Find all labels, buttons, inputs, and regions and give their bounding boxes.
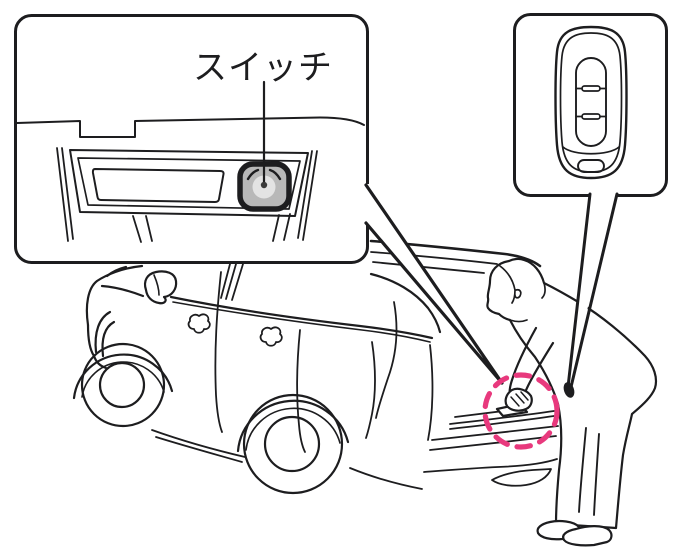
shoes bbox=[536, 519, 613, 547]
vehicle-illustration bbox=[72, 239, 559, 495]
fob-outer-outline bbox=[554, 25, 628, 180]
fob-keyring-slot bbox=[577, 159, 605, 173]
keyfob-inset-box bbox=[513, 13, 668, 197]
fob-cap-line bbox=[562, 146, 620, 155]
switch-label-leader-dot bbox=[260, 181, 268, 189]
fob-buttons bbox=[575, 85, 607, 120]
hand-on-handle bbox=[495, 387, 533, 418]
switch-callout bbox=[14, 14, 504, 385]
garnish-legs bbox=[132, 213, 291, 243]
license-plate-window bbox=[91, 168, 225, 203]
front-door-seam bbox=[214, 271, 223, 433]
leg-lines bbox=[578, 427, 600, 516]
hood-line bbox=[85, 264, 144, 327]
person-figure bbox=[486, 257, 658, 547]
side-mirror bbox=[143, 270, 178, 305]
rear-door-seam bbox=[296, 329, 306, 453]
callout-tail-lines bbox=[364, 183, 504, 385]
smart-key-fob bbox=[554, 25, 628, 180]
tailgate-edge-line bbox=[16, 116, 365, 138]
beltline bbox=[169, 295, 434, 340]
keyfob-location-dot bbox=[563, 382, 575, 398]
door-handle-rear bbox=[259, 326, 283, 347]
door-handle-front bbox=[187, 313, 211, 334]
highlight-dashed-circle bbox=[482, 372, 560, 450]
b-pillar-lines bbox=[220, 263, 244, 301]
switch-label: スイッチ bbox=[193, 48, 333, 88]
tailgate-closeup bbox=[16, 80, 365, 243]
rocker-panel bbox=[151, 429, 246, 463]
keyfob-tail-lines bbox=[566, 192, 619, 389]
front-wheel bbox=[72, 342, 174, 428]
rear-wheel bbox=[236, 393, 350, 495]
garnish-outer-bezel bbox=[69, 149, 309, 217]
keyfob-callout bbox=[513, 13, 668, 398]
fob-button-panel bbox=[575, 57, 607, 147]
face-details bbox=[499, 265, 546, 323]
garnish-inner-bezel bbox=[77, 157, 301, 210]
rear-pillar bbox=[369, 272, 442, 334]
